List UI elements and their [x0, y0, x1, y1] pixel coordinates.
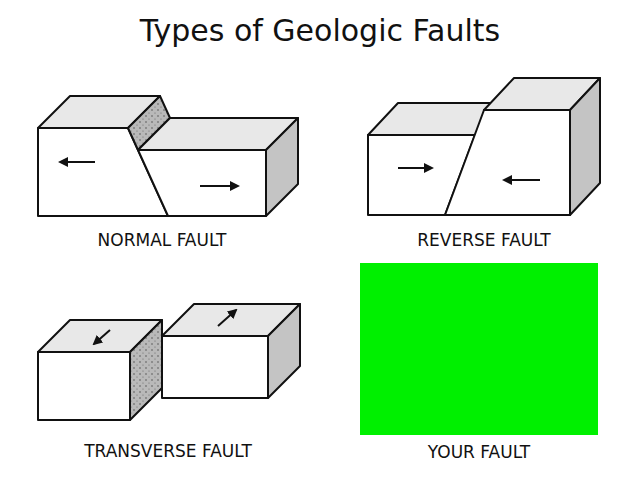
fault-label: TRANSVERSE FAULT [84, 442, 252, 461]
fault-label: REVERSE FAULT [417, 231, 550, 250]
fault-label: YOUR FAULT [428, 443, 530, 462]
normal-fault-blocks [38, 96, 298, 216]
fault-label: NORMAL FAULT [98, 231, 227, 250]
transverse-fault-blocks [38, 304, 300, 420]
green-panel [360, 263, 598, 435]
reverse-fault-blocks [368, 78, 600, 215]
diagram-title: Types of Geologic Faults [140, 14, 500, 47]
